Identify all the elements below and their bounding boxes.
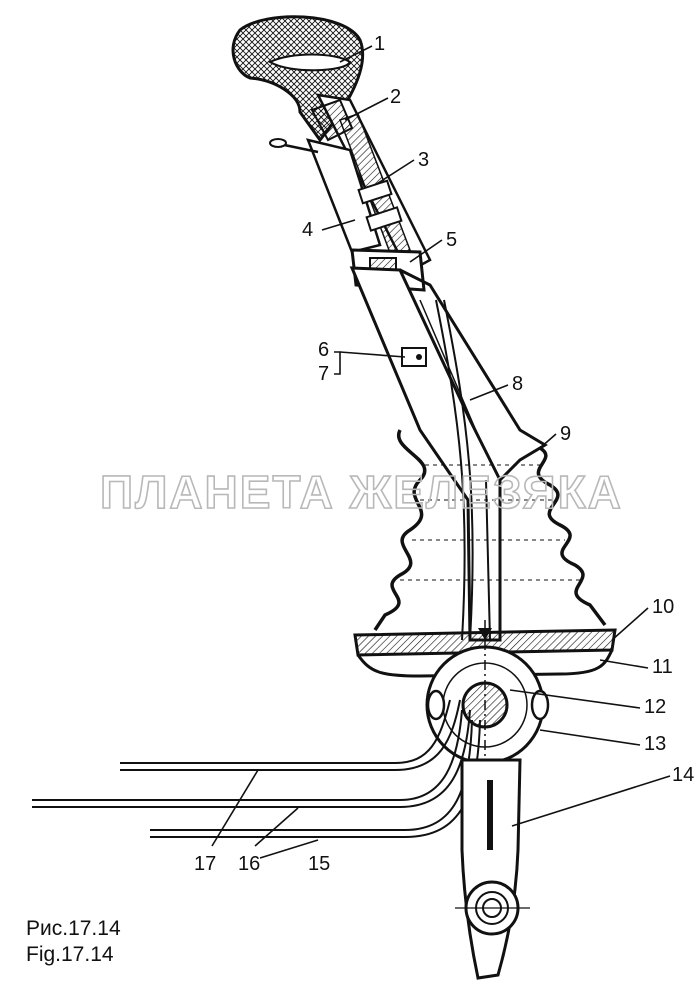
callout-5: 5	[446, 229, 457, 251]
callout-9: 9	[560, 423, 571, 445]
cable-bundle	[435, 299, 491, 641]
callout-2: 2	[390, 86, 401, 108]
pivot-assembly	[425, 620, 550, 790]
callout-6: 6	[318, 339, 329, 361]
callout-17: 17	[194, 853, 216, 875]
figure-caption-en: Fig.17.14	[26, 943, 114, 966]
control-cables	[32, 699, 481, 838]
callout-11: 11	[652, 656, 673, 678]
figure-caption-ru: Рис.17.14	[26, 917, 121, 940]
callout-10: 10	[652, 596, 674, 618]
lower-arm	[455, 758, 530, 980]
callout-labels: 1 2 3 4 5 6 7 8 9 10 11 12 13 14 15 16 1…	[194, 33, 694, 875]
callout-3: 3	[418, 149, 429, 171]
callout-12: 12	[644, 696, 666, 718]
rubber-boot	[373, 429, 607, 631]
callout-15: 15	[308, 853, 330, 875]
leader-lines	[211, 45, 671, 859]
callout-16: 16	[238, 853, 260, 875]
callout-13: 13	[644, 733, 666, 755]
callout-4: 4	[302, 219, 313, 241]
upper-rod-assembly	[269, 93, 432, 292]
callout-1: 1	[374, 33, 385, 55]
callout-8: 8	[512, 373, 523, 395]
callout-7: 7	[318, 363, 329, 385]
watermark: ПЛАНЕТА ЖЕЛЕЗЯКА	[100, 466, 623, 518]
callout-14: 14	[672, 764, 694, 786]
lever-body	[349, 266, 548, 642]
